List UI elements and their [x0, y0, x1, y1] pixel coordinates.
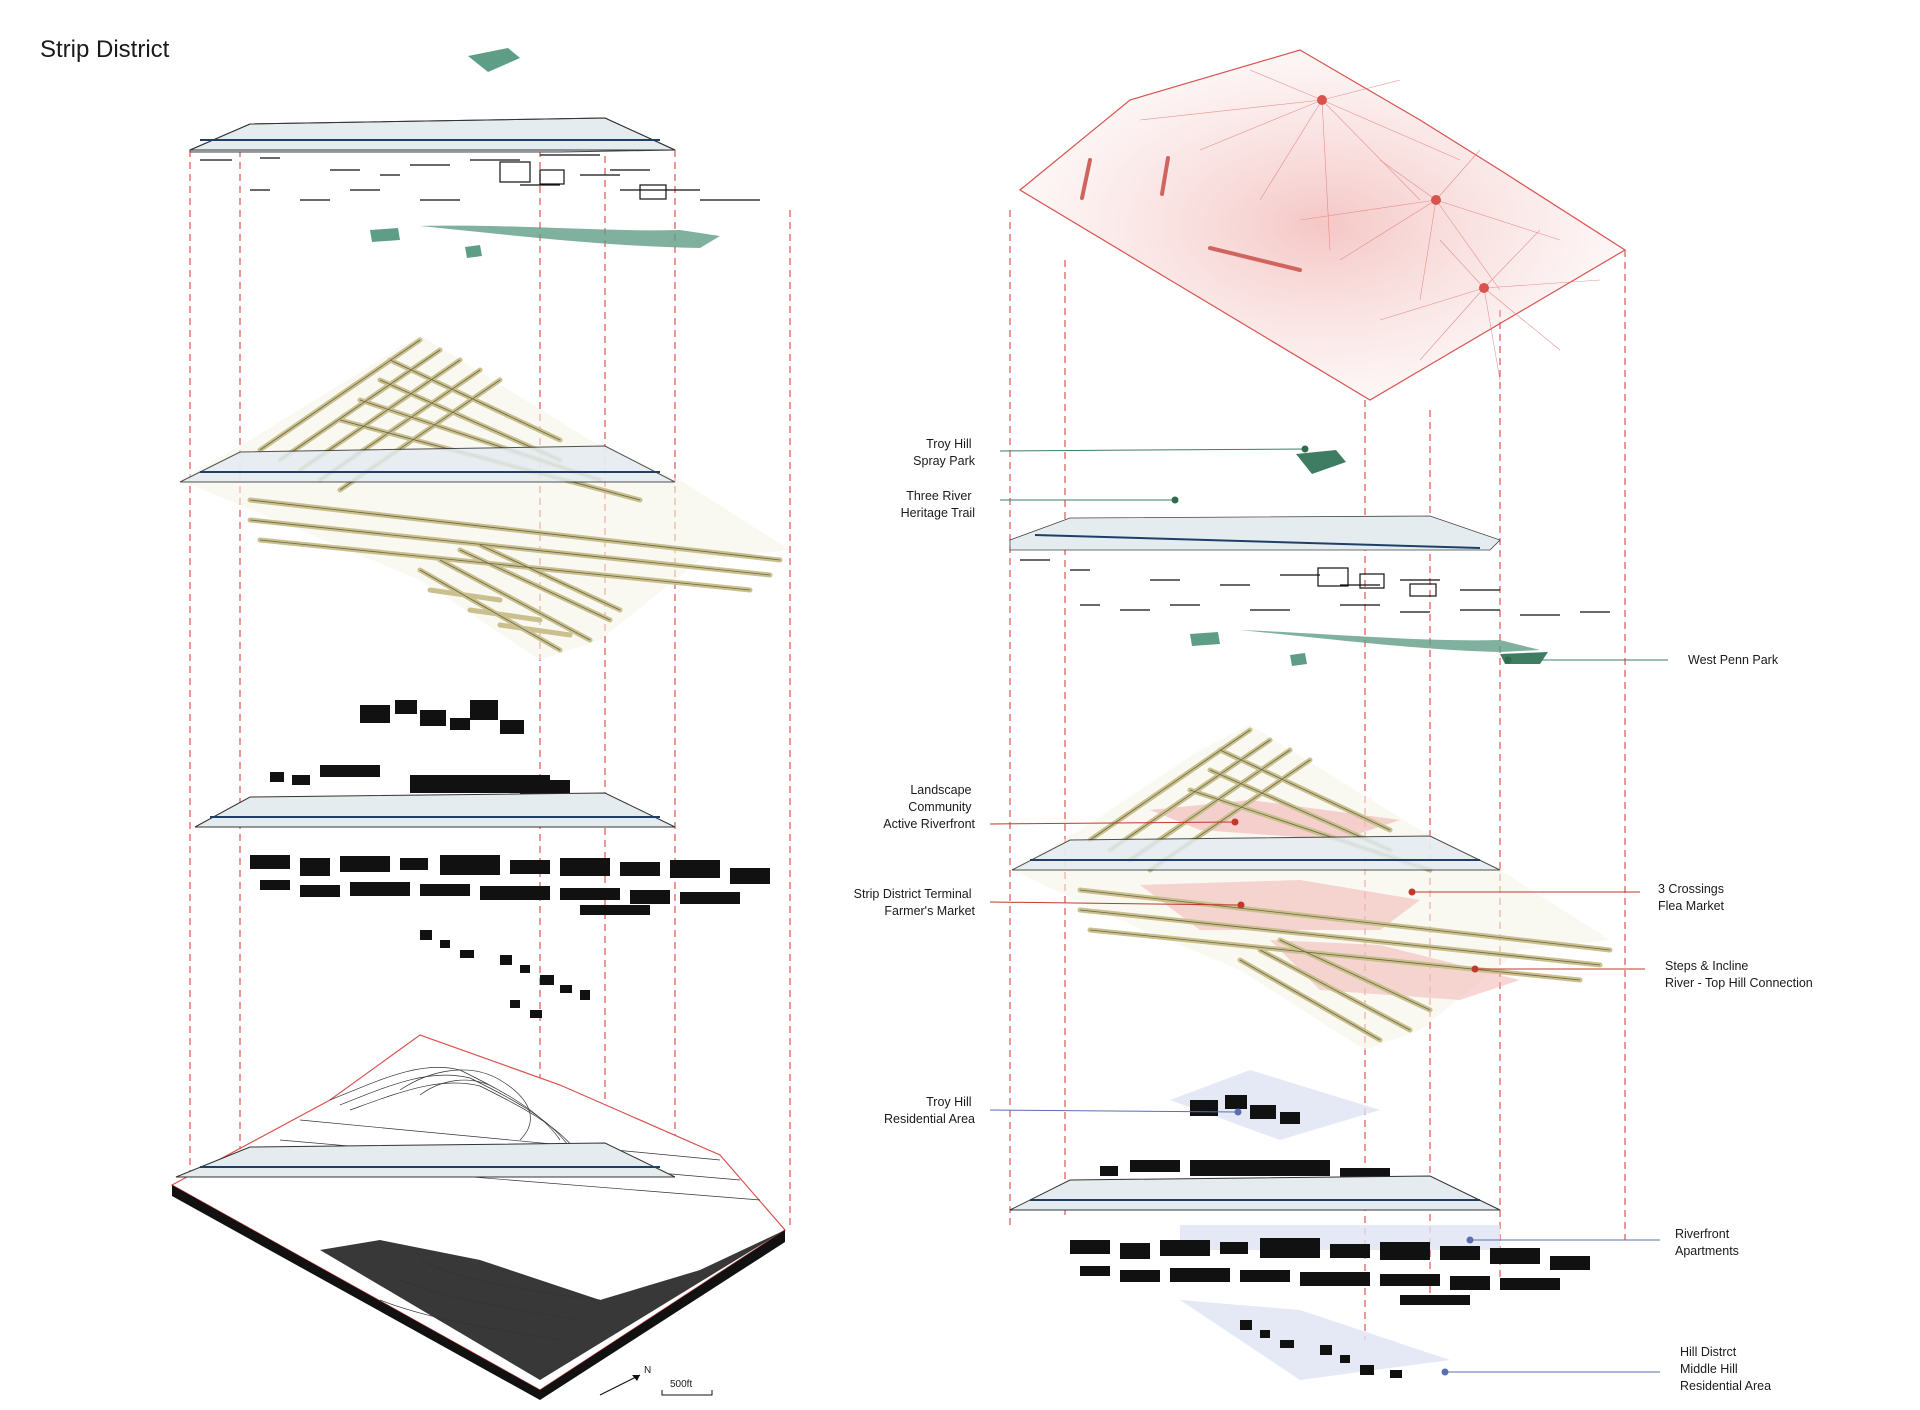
left-layer-stack: N 500ft: [170, 48, 791, 1400]
label-riverfront-apartments: Riverfront Apartments: [1675, 1227, 1739, 1258]
north-label: N: [644, 1365, 651, 1376]
label-three-crossings: 3 Crossings Flea Market: [1658, 882, 1727, 913]
label-three-river-heritage-trail: Three River Heritage Trail: [901, 489, 975, 520]
label-hill-district: Hill Distrct Middle Hill Residential Are…: [1680, 1345, 1771, 1393]
north-arrow: N: [599, 1365, 651, 1396]
left-terrain-layer: [170, 1034, 786, 1400]
page-title: Strip District: [40, 36, 170, 63]
label-landscape-community: Landscape Community Active Riverfront: [883, 783, 975, 831]
label-steps-incline: Steps & Incline River - Top Hill Connect…: [1665, 959, 1813, 990]
left-vertical-guides: [189, 120, 791, 1340]
right-streets-layer: [1011, 725, 1613, 1050]
right-parks-layer: [1009, 450, 1610, 666]
label-troy-hill-residential: Troy Hill Residential Area: [884, 1095, 975, 1126]
label-west-penn-park: West Penn Park: [1688, 653, 1779, 667]
label-troy-hill-spray-park: Troy Hill Spray Park: [913, 437, 976, 468]
scale-label: 500ft: [670, 1379, 692, 1390]
callout-labels: Troy Hill Spray Park Three River Heritag…: [854, 437, 1813, 1393]
right-vertical-guides: [1009, 210, 1626, 1340]
right-layer-stack: Troy Hill Spray Park Three River Heritag…: [854, 49, 1813, 1393]
label-strip-district-terminal: Strip District Terminal Farmer's Market: [854, 887, 976, 918]
callout-markers: [1171, 445, 1512, 1376]
scale-bar: 500ft: [661, 1379, 713, 1396]
left-buildings-layer: [194, 700, 770, 1018]
right-landscape-layer: [1018, 49, 1627, 401]
left-parks-layer: [189, 48, 760, 258]
left-streets-layer: [179, 335, 790, 660]
troy-hill-park-shape: [468, 48, 520, 72]
right-buildings-layer: [1009, 1070, 1590, 1380]
callout-leaders: [989, 448, 1668, 1373]
